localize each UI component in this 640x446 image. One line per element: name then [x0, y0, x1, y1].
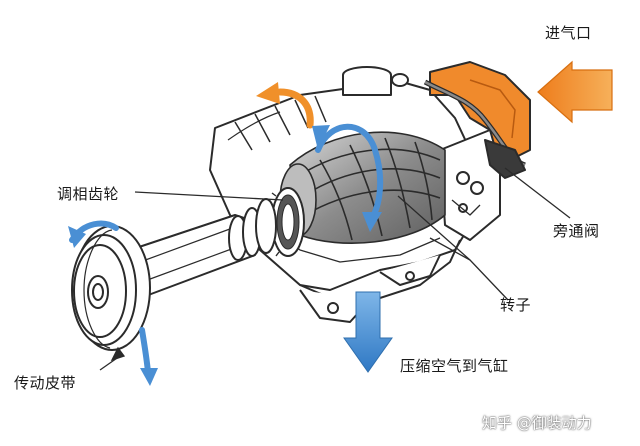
compressed-air-arrow — [343, 291, 393, 373]
intake-flow-arrow — [537, 60, 613, 124]
drive-pulley — [71, 225, 151, 351]
label-bypass-valve: 旁通阀 — [553, 222, 600, 240]
watermark: 知乎 @御装动力 — [482, 414, 592, 432]
label-drive-belt: 传动皮带 — [14, 374, 77, 392]
label-rotor: 转子 — [500, 296, 532, 314]
label-phasing-gear: 调相齿轮 — [57, 185, 120, 203]
belt-direction-arrow — [68, 220, 158, 386]
leader-lines — [99, 167, 571, 371]
drive-shaft — [129, 198, 277, 301]
orange-rotation-arrow — [256, 82, 314, 129]
label-intake: 进气口 — [545, 24, 592, 42]
phasing-gear — [266, 187, 305, 257]
intake-pipe — [423, 61, 531, 179]
label-compressed-air: 压缩空气到气缸 — [400, 357, 509, 375]
blue-rotation-arrow — [312, 123, 384, 232]
